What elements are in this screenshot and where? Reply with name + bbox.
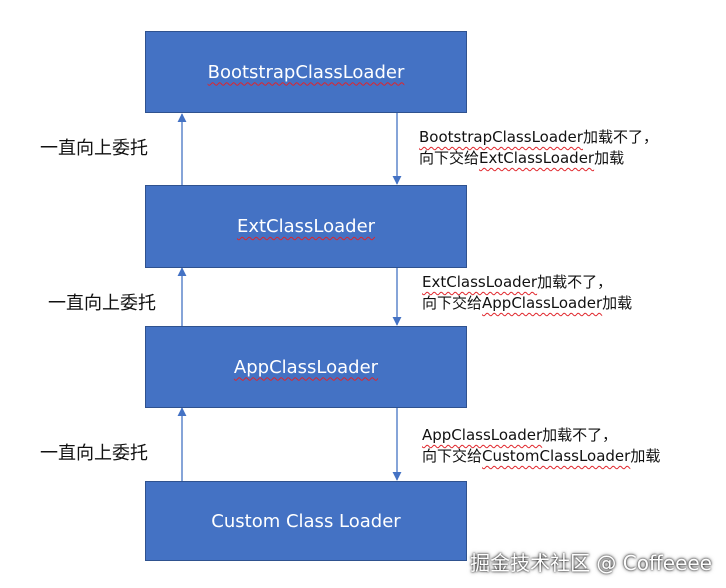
fallback-note-3-loader: AppClassLoader bbox=[422, 426, 543, 444]
fallback-note-2-prefix: 向下交给 bbox=[422, 294, 483, 312]
fallback-note-2-target: AppClassLoader bbox=[482, 294, 603, 312]
delegate-up-label-2: 一直向上委托 bbox=[48, 293, 156, 314]
fallback-note-2-end: 加载 bbox=[602, 294, 633, 312]
fallback-note-2-suffix: 加载不了， bbox=[537, 273, 613, 291]
fallback-note-1: BootstrapClassLoader加载不了， 向下交给ExtClassLo… bbox=[419, 127, 658, 169]
fallback-note-1-loader: BootstrapClassLoader bbox=[419, 128, 583, 146]
fallback-note-3-suffix: 加载不了， bbox=[542, 426, 618, 444]
custom-classloader-label: Custom Class Loader bbox=[211, 510, 401, 532]
fallback-note-3-line-2: 向下交给CustomClassLoader加载 bbox=[422, 446, 660, 467]
app-classloader-box: AppClassLoader bbox=[145, 326, 467, 408]
fallback-note-2: ExtClassLoader加载不了， 向下交给AppClassLoader加载 bbox=[422, 272, 632, 314]
fallback-note-1-prefix: 向下交给 bbox=[419, 149, 480, 167]
fallback-note-3-line-1: AppClassLoader加载不了， bbox=[422, 425, 660, 446]
fallback-note-1-end: 加载 bbox=[594, 149, 625, 167]
fallback-note-3-prefix: 向下交给 bbox=[422, 447, 483, 465]
fallback-note-1-line-1: BootstrapClassLoader加载不了， bbox=[419, 127, 658, 148]
fallback-note-3-target: CustomClassLoader bbox=[482, 447, 631, 465]
app-classloader-label: AppClassLoader bbox=[233, 356, 379, 378]
fallback-note-1-line-2: 向下交给ExtClassLoader加载 bbox=[419, 148, 658, 169]
watermark: 掘金技术社区 @ Coffeeee bbox=[470, 551, 712, 575]
fallback-note-1-target: ExtClassLoader bbox=[479, 149, 595, 167]
fallback-note-2-loader: ExtClassLoader bbox=[422, 273, 538, 291]
ext-classloader-box: ExtClassLoader bbox=[145, 185, 467, 268]
fallback-note-2-line-2: 向下交给AppClassLoader加载 bbox=[422, 293, 632, 314]
fallback-note-3: AppClassLoader加载不了， 向下交给CustomClassLoade… bbox=[422, 425, 660, 467]
ext-classloader-label: ExtClassLoader bbox=[236, 216, 376, 237]
fallback-note-3-end: 加载 bbox=[630, 447, 661, 465]
custom-classloader-box: Custom Class Loader bbox=[145, 481, 467, 561]
bootstrap-classloader-label: BootstrapClassLoader bbox=[207, 61, 405, 83]
fallback-note-1-suffix: 加载不了， bbox=[582, 128, 658, 146]
delegate-up-label-3: 一直向上委托 bbox=[40, 443, 148, 464]
delegate-up-label-1: 一直向上委托 bbox=[40, 138, 148, 159]
fallback-note-2-line-1: ExtClassLoader加载不了， bbox=[422, 272, 632, 293]
bootstrap-classloader-box: BootstrapClassLoader bbox=[145, 31, 467, 113]
